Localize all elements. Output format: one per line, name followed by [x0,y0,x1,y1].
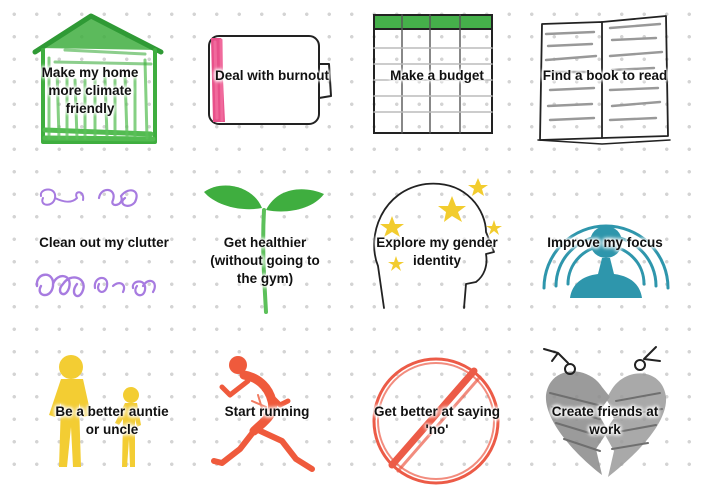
card-budget[interactable]: Make a budget [362,10,512,150]
card-label: Find a book to read [542,68,668,83]
card-label: Improve my focus [547,235,663,250]
card-label: Get better at saying 'no' [373,404,501,437]
sprout-icon [204,185,324,314]
card-climate-home[interactable]: Make my home more climate friendly [15,10,165,150]
card-book[interactable]: Find a book to read [530,10,680,150]
focus-person-icon [542,224,670,298]
card-label: Make my home more climate friendly [41,65,139,116]
card-friends-work[interactable]: Create friends at work [530,345,680,485]
card-label: Create friends at work [551,404,659,437]
card-auntie-uncle[interactable]: Be a better auntie or uncle [37,345,187,485]
card-saying-no[interactable]: Get better at saying 'no' [362,345,512,485]
head-stars-icon [373,178,502,309]
runner-icon [211,356,315,472]
card-label: Make a budget [390,68,484,83]
card-gender-identity[interactable]: Explore my gender identity [362,176,512,316]
card-burnout[interactable]: Deal with burnout [197,10,347,150]
card-running[interactable]: Start running [192,345,342,485]
broken-heart-icon [543,346,667,477]
card-label: Clean out my clutter [39,235,169,250]
adult-child-icon [49,355,141,467]
scribbles-icon [35,188,156,298]
open-book-icon [537,15,671,145]
low-battery-icon [208,35,332,125]
card-label: Deal with burnout [215,68,329,83]
spreadsheet-icon [373,14,493,134]
card-clutter[interactable]: Clean out my clutter [29,176,179,316]
goal-card-grid: Make my home more climate friendly Deal … [15,10,680,485]
card-label: Explore my gender identity [376,235,498,268]
house-icon [32,13,164,144]
card-healthier[interactable]: Get healthier (without going to the gym) [190,176,340,316]
card-label: Be a better auntie or uncle [55,404,169,437]
card-label: Start running [224,404,310,419]
card-focus[interactable]: Improve my focus [530,176,680,316]
card-label: Get healthier (without going to the gym) [210,235,320,286]
